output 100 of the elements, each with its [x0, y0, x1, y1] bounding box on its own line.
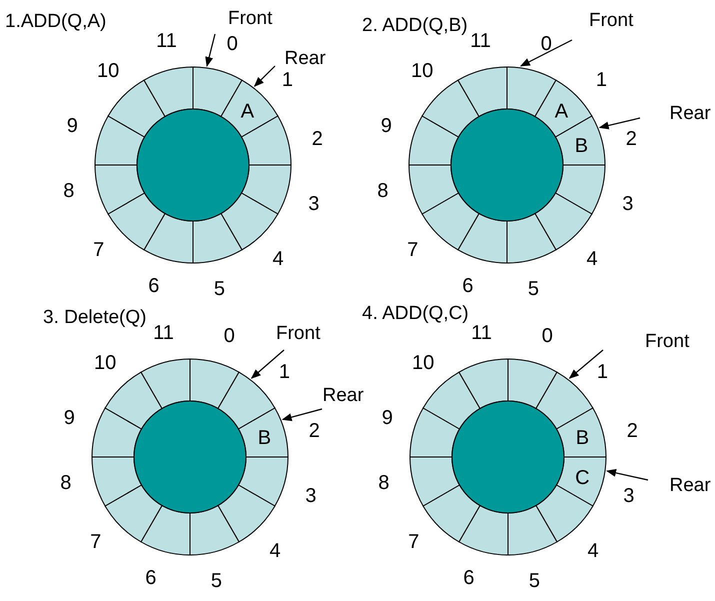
index-number: 1 — [282, 70, 293, 90]
operation-title: 3. Delete(Q) — [43, 308, 146, 327]
arrow — [568, 350, 604, 379]
index-number: 10 — [411, 60, 434, 81]
index-number: 5 — [528, 571, 540, 592]
pointer-label: Rear — [670, 476, 711, 494]
pointer-label: Rear — [670, 104, 711, 122]
queue-slot: C — [556, 456, 606, 506]
index-number: 7 — [407, 240, 418, 260]
queue-slot — [422, 80, 480, 138]
index-number: 5 — [210, 571, 222, 592]
queue-slot — [241, 164, 292, 214]
index-number: 5 — [214, 279, 226, 300]
arrow — [254, 66, 276, 87]
queue-slot: A — [534, 80, 592, 138]
arrow — [205, 34, 216, 67]
index-number: 1 — [596, 362, 608, 382]
queue-slot — [410, 408, 460, 458]
pointer-label: Front — [589, 10, 634, 30]
index-number: 4 — [272, 249, 284, 270]
pointer-label: Front — [228, 8, 272, 28]
index-number: 7 — [90, 532, 102, 552]
index-number: 2 — [626, 420, 638, 441]
queue-slot — [190, 505, 240, 556]
queue-slot — [422, 372, 480, 430]
index-number: 0 — [540, 34, 552, 54]
queue-slot — [192, 213, 242, 264]
index-number: 0 — [542, 326, 553, 346]
index-number: 6 — [463, 568, 474, 588]
queue-slot — [555, 164, 606, 214]
index-number: 10 — [94, 352, 116, 373]
queue-slot — [94, 116, 145, 166]
queue-slot — [94, 164, 145, 214]
index-number: 10 — [412, 352, 434, 373]
index-number: 4 — [587, 541, 599, 562]
queue-slot — [422, 192, 480, 250]
pointer-label: Rear — [322, 386, 364, 404]
queue-slot — [410, 456, 460, 506]
index-number: 1 — [596, 70, 607, 90]
hub-circle — [134, 400, 246, 514]
queue-slot — [218, 372, 276, 430]
queue-slot: B — [238, 408, 288, 458]
queue-slot — [218, 484, 276, 542]
queue-slot — [508, 505, 558, 556]
queue-slot — [458, 66, 508, 117]
index-number: 4 — [269, 541, 281, 562]
index-number: 5 — [528, 279, 540, 300]
index-number: 3 — [308, 194, 320, 214]
index-number: 6 — [145, 568, 156, 588]
queue-slot — [220, 192, 278, 250]
queue-slot — [241, 116, 292, 166]
arrow — [598, 117, 640, 130]
queue-slot — [506, 213, 556, 264]
queue-slot — [190, 358, 240, 409]
index-number: 8 — [377, 181, 388, 202]
arrow — [282, 408, 322, 422]
queue-slot — [192, 66, 242, 117]
arrow — [606, 468, 648, 481]
index-number: 3 — [623, 486, 634, 506]
queue-slot — [108, 192, 166, 250]
operation-title: 1.ADD(Q,A) — [5, 12, 106, 31]
index-number: 9 — [382, 408, 393, 428]
queue-slot — [458, 213, 508, 264]
index-number: 9 — [64, 408, 75, 428]
index-number: 9 — [66, 116, 78, 136]
index-number: 10 — [97, 60, 120, 81]
index-number: 7 — [408, 532, 420, 552]
operation-title: 2. ADD(Q,B) — [362, 16, 468, 35]
queue-slot — [140, 358, 190, 409]
queue-slot — [92, 408, 142, 458]
index-number: 3 — [622, 194, 634, 214]
index-number: 6 — [148, 276, 160, 296]
index-number: 2 — [308, 420, 320, 441]
index-number: 3 — [305, 486, 316, 506]
index-number: 6 — [462, 276, 474, 296]
index-number: 9 — [380, 116, 392, 136]
operation-title: 4. ADD(Q,C) — [362, 304, 469, 323]
queue-slot — [92, 456, 142, 506]
pointer-label: Rear — [284, 48, 326, 68]
queue-slot — [534, 192, 592, 250]
index-number: 11 — [156, 30, 177, 51]
queue-slot — [408, 116, 459, 166]
queue-slot — [408, 164, 459, 214]
index-number: 8 — [63, 181, 74, 202]
index-number: 8 — [60, 473, 72, 494]
index-number: 2 — [626, 128, 637, 149]
index-number: 0 — [224, 326, 235, 346]
index-number: 11 — [153, 322, 174, 343]
queue-slot — [506, 66, 556, 117]
queue-slot — [108, 80, 166, 138]
queue-slot — [508, 358, 558, 409]
arrow — [250, 350, 284, 379]
pointer-label: Front — [276, 324, 320, 342]
index-number: 0 — [226, 34, 238, 54]
hub-circle — [452, 400, 564, 514]
queue-slot — [144, 66, 194, 117]
queue-slot: A — [220, 80, 278, 138]
queue-slot — [458, 505, 508, 556]
arrow — [520, 39, 572, 66]
queue-slot — [140, 505, 190, 556]
